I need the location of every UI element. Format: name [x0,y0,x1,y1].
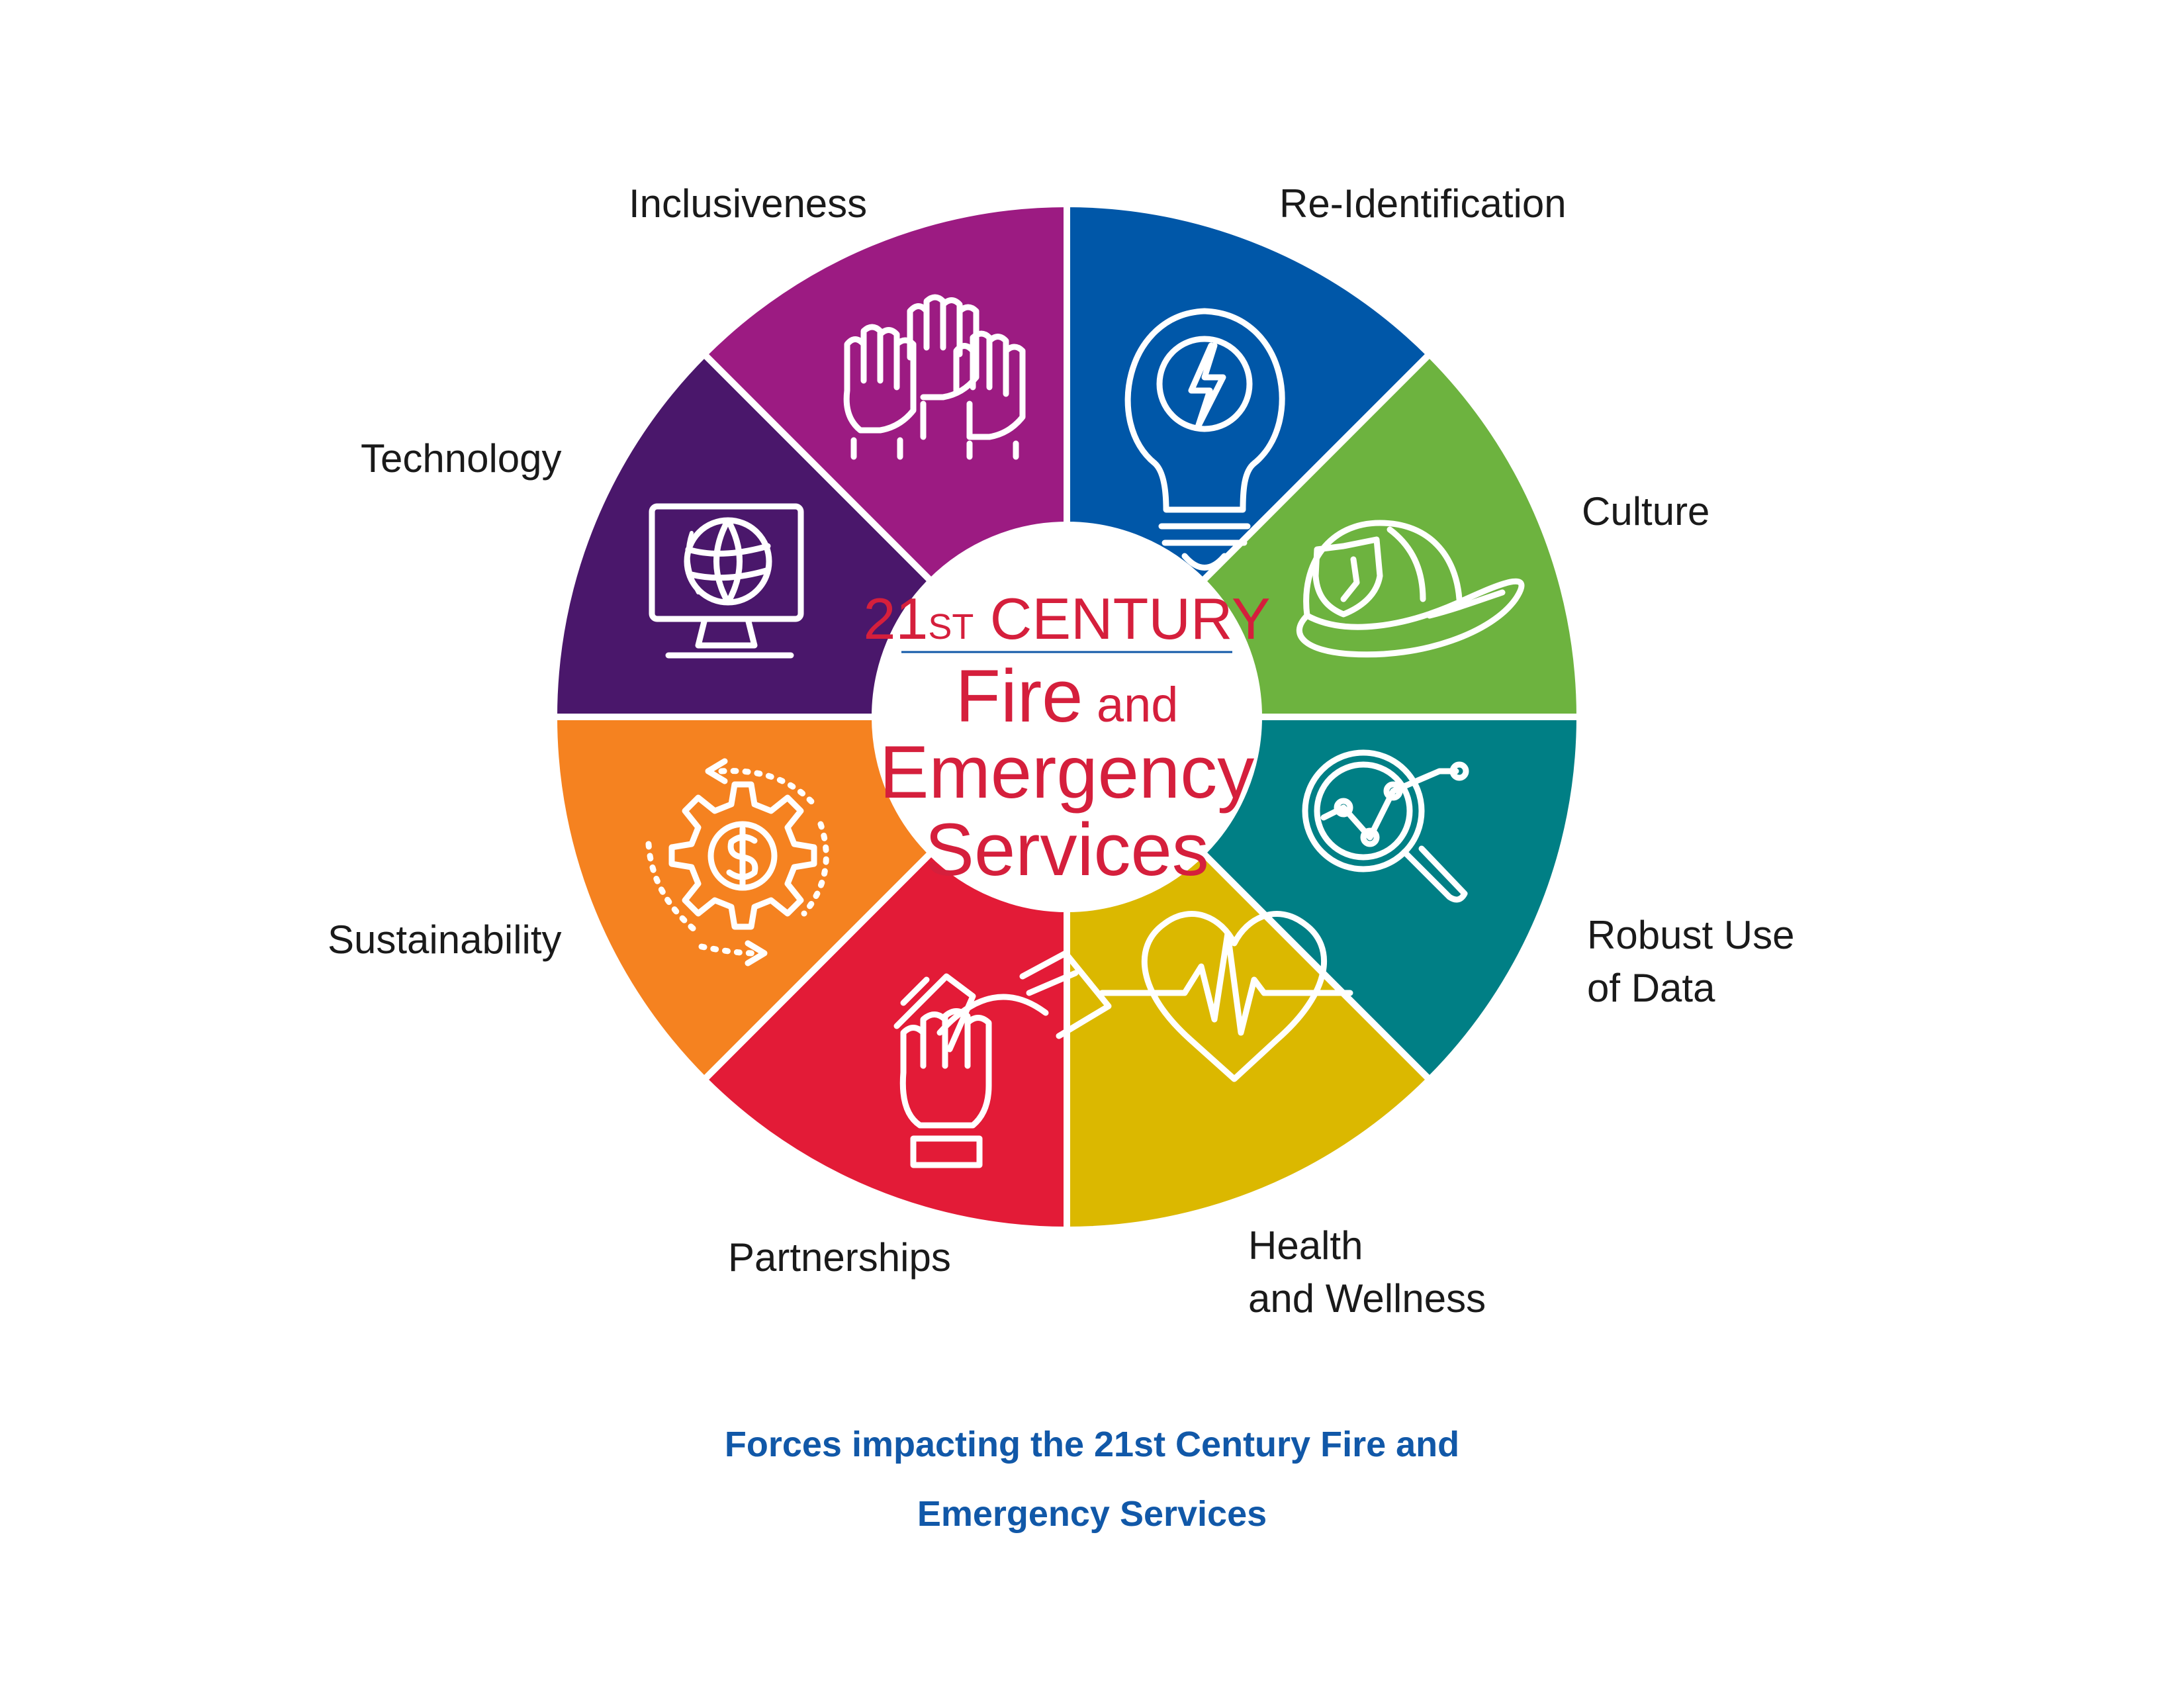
label-inclusiveness: Inclusiveness [629,181,867,226]
center-title-line3: Emergency [880,731,1254,814]
fire-helmet-icon [1297,520,1525,658]
center-title-line4: Services [925,808,1208,891]
label-robust-use-of-data: Robust Use of Data [1587,913,1805,1010]
label-re-identification-line1: Re-Identification [1279,181,1567,226]
center-line2-and: and [1083,677,1178,732]
label-robust-use-line2: of Data [1587,966,1715,1010]
caption-line2: Emergency Services [917,1494,1267,1534]
center-line1-word: CENTURY [974,586,1270,651]
magnifier-chart-icon [1302,749,1469,903]
raised-hands-icon [843,294,1026,460]
caption-line1: Forces impacting the 21st Century Fire a… [725,1425,1459,1464]
label-health-and-wellness: Health and Wellness [1248,1223,1486,1321]
label-culture-line1: Culture [1582,489,1709,534]
center-line1-suffix: ST [928,607,974,647]
center-line1-number: 21 [863,586,928,651]
joined-hands-icon [893,950,1112,1168]
label-robust-use-line1: Robust Use [1587,913,1794,957]
heartbeat-icon [1099,911,1353,1082]
gear-dollar-icon [645,758,829,966]
monitor-globe-icon [649,503,804,659]
label-culture: Culture [1582,489,1709,534]
center-circle [874,524,1260,910]
label-partnerships: Partnerships [728,1235,951,1280]
center-title-line1: 21ST CENTURY [863,586,1270,651]
label-sustainability: Sustainability [328,917,562,962]
center-hub: 21ST CENTURY Fire and Emergency Services [863,524,1271,910]
label-health-line1: Health [1248,1223,1363,1268]
label-sustainability-line1: Sustainability [328,917,562,962]
label-re-identification: Re-Identification [1279,181,1567,226]
label-technology-line1: Technology [361,436,562,481]
label-health-line2: and Wellness [1248,1276,1486,1321]
center-line2-fire: Fire [956,655,1083,737]
label-inclusiveness-line1: Inclusiveness [629,181,867,226]
wheel [550,200,1584,1234]
label-partnerships-line1: Partnerships [728,1235,951,1280]
center-title-line2: Fire and [956,655,1179,737]
lightbulb-icon [1124,308,1285,571]
label-technology: Technology [361,436,562,481]
